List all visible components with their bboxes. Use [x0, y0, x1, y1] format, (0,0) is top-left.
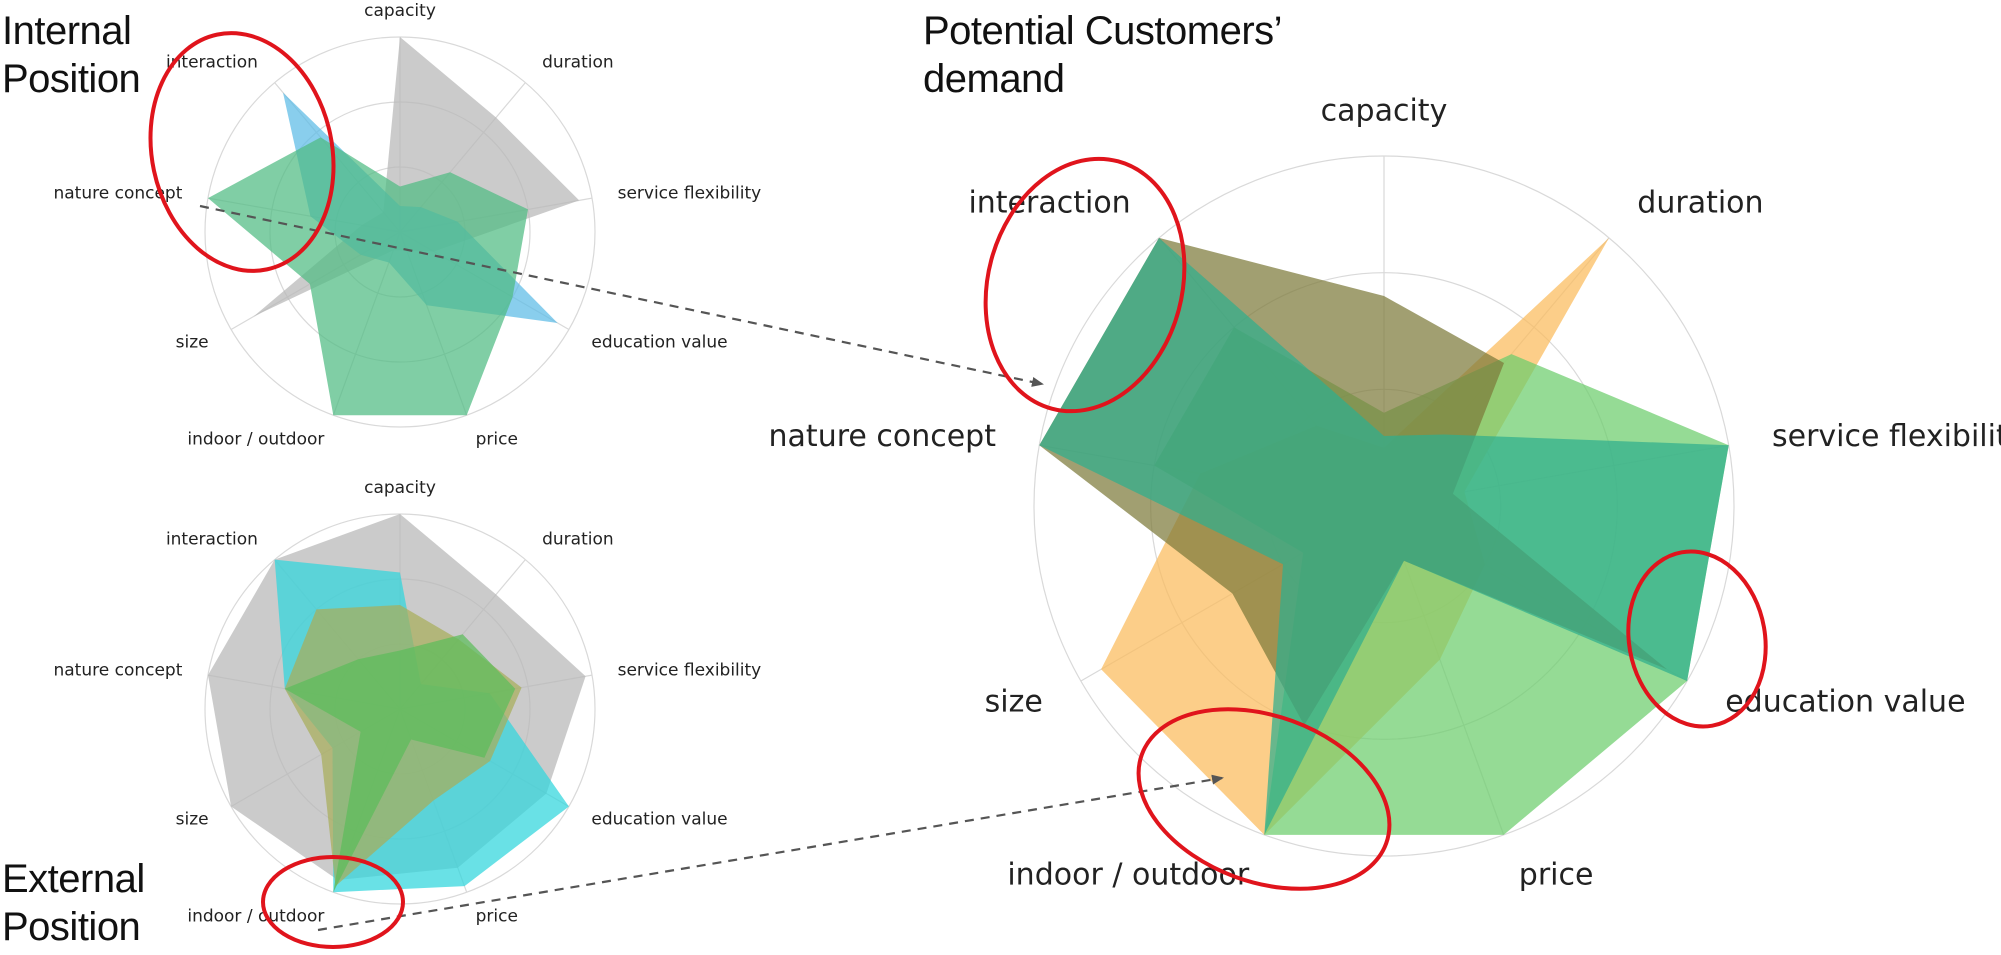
axis-label-duration: duration	[542, 53, 614, 73]
axis-label-education-value: education value	[591, 810, 727, 830]
highlight-internal-interaction	[148, 31, 336, 273]
axis-label-price: price	[1519, 858, 1594, 893]
highlight-ellipses	[148, 31, 1768, 949]
axis-label-service-flexibility: service flexibility	[618, 661, 762, 681]
axis-label-indoor-outdoor: indoor / outdoor	[1007, 858, 1249, 893]
axis-label-nature-concept: nature concept	[53, 184, 182, 204]
axis-label-service-flexibility: service flexibility	[1772, 419, 2001, 454]
axis-label-duration: duration	[1637, 186, 1763, 221]
axis-label-size: size	[985, 685, 1043, 720]
radar-series-green_light	[284, 634, 516, 893]
axis-label-capacity: capacity	[364, 478, 436, 498]
highlight-demand-education-value	[1626, 549, 1768, 729]
radar-series-teal	[1039, 237, 1729, 835]
customer-demand-radar: capacity duration service flexibility educa…	[769, 94, 2001, 893]
axis-label-indoor-outdoor: indoor / outdoor	[187, 907, 324, 927]
internal-title-line1: Internal	[2, 9, 131, 53]
axis-label-interaction: interaction	[968, 186, 1130, 221]
axis-label-education-value: education value	[591, 333, 727, 353]
highlight-demand-indoor-outdoor	[1136, 707, 1392, 891]
internal-title-line2: Position	[2, 57, 140, 101]
radar-series-grey	[253, 37, 580, 317]
axis-label-size: size	[176, 810, 209, 830]
demand-title-line2: demand	[923, 57, 1065, 101]
radar-series-green	[208, 137, 528, 416]
demand-title-line1: Potential Customers’	[923, 9, 1282, 53]
axis-label-capacity: capacity	[364, 1, 436, 21]
axis-label-interaction: interaction	[166, 53, 258, 73]
external-to-demand-arrow	[317, 774, 1224, 932]
highlight-external-indoor-outdoor	[261, 855, 405, 949]
external-title-line2: Position	[2, 905, 140, 949]
axis-label-nature-concept: nature concept	[769, 419, 997, 454]
axis-label-price: price	[476, 430, 518, 450]
axis-label-duration: duration	[542, 530, 614, 550]
axis-label-service-flexibility: service flexibility	[618, 184, 762, 204]
axis-label-price: price	[476, 907, 518, 927]
axis-label-capacity: capacity	[1321, 94, 1448, 129]
highlight-demand-interaction	[983, 156, 1187, 414]
axis-label-size: size	[176, 333, 209, 353]
axis-label-education-value: education value	[1725, 685, 1965, 720]
axis-label-interaction: interaction	[166, 530, 258, 550]
axis-label-indoor-outdoor: indoor / outdoor	[187, 430, 324, 450]
axis-label-nature-concept: nature concept	[53, 661, 182, 681]
internal-position-radar: capacity duration service flexibility educa…	[53, 1, 761, 450]
external-title-line1: External	[2, 857, 145, 901]
external-position-radar: capacity duration service flexibility educa…	[53, 478, 761, 927]
